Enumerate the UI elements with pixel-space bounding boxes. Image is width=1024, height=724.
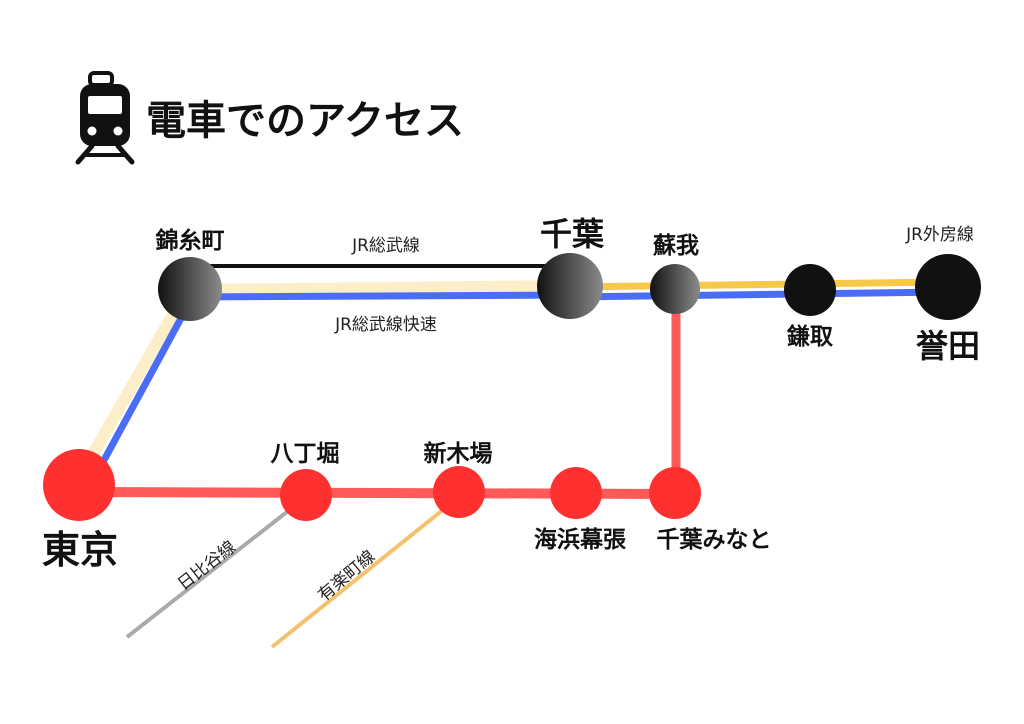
- label-shinkiba: 新木場: [424, 440, 493, 467]
- station-tokyo[interactable]: [43, 449, 115, 521]
- label-hatchobori: 八丁堀: [271, 441, 340, 467]
- line-hibiya: [125, 495, 308, 639]
- label-line-sobu-rapid: JR総武線快速: [334, 315, 437, 335]
- label-soga: 蘇我: [652, 233, 699, 259]
- station-shinkiba[interactable]: [433, 466, 485, 518]
- label-kaihinmakuhari: 海浜幕張: [534, 526, 627, 553]
- station-kinshicho[interactable]: [158, 257, 222, 321]
- label-kinshicho: 錦糸町: [156, 227, 225, 254]
- label-line-sobu: JR総武線: [351, 236, 420, 256]
- label-line-hibiya: 日比谷線: [174, 537, 240, 595]
- line-sobu-rapid: [86, 288, 949, 490]
- station-honda[interactable]: [915, 254, 981, 320]
- line-sotobo: [571, 278, 949, 291]
- station-hatchobori[interactable]: [280, 469, 332, 521]
- station-chiba[interactable]: [537, 253, 603, 319]
- label-line-sotobo: JR外房線: [905, 225, 974, 245]
- station-chibaminato[interactable]: [649, 467, 701, 519]
- station-kamatori[interactable]: [784, 264, 836, 316]
- train-icon: [75, 71, 135, 165]
- label-kamatori: 鎌取: [787, 323, 833, 350]
- label-line-yurakucho: 有楽町線: [314, 547, 379, 606]
- station-soga[interactable]: [650, 264, 700, 314]
- station-kaihinmakuhari[interactable]: [550, 467, 602, 519]
- line-yurakucho: [270, 495, 461, 649]
- label-chibaminato: 千葉みなと: [657, 527, 772, 553]
- label-chiba: 千葉: [540, 215, 605, 253]
- page-title: 電車でのアクセス: [146, 98, 464, 144]
- label-honda: 誉田: [916, 327, 980, 365]
- label-tokyo: 東京: [42, 528, 118, 572]
- sobu-rapid-glow: [72, 280, 571, 486]
